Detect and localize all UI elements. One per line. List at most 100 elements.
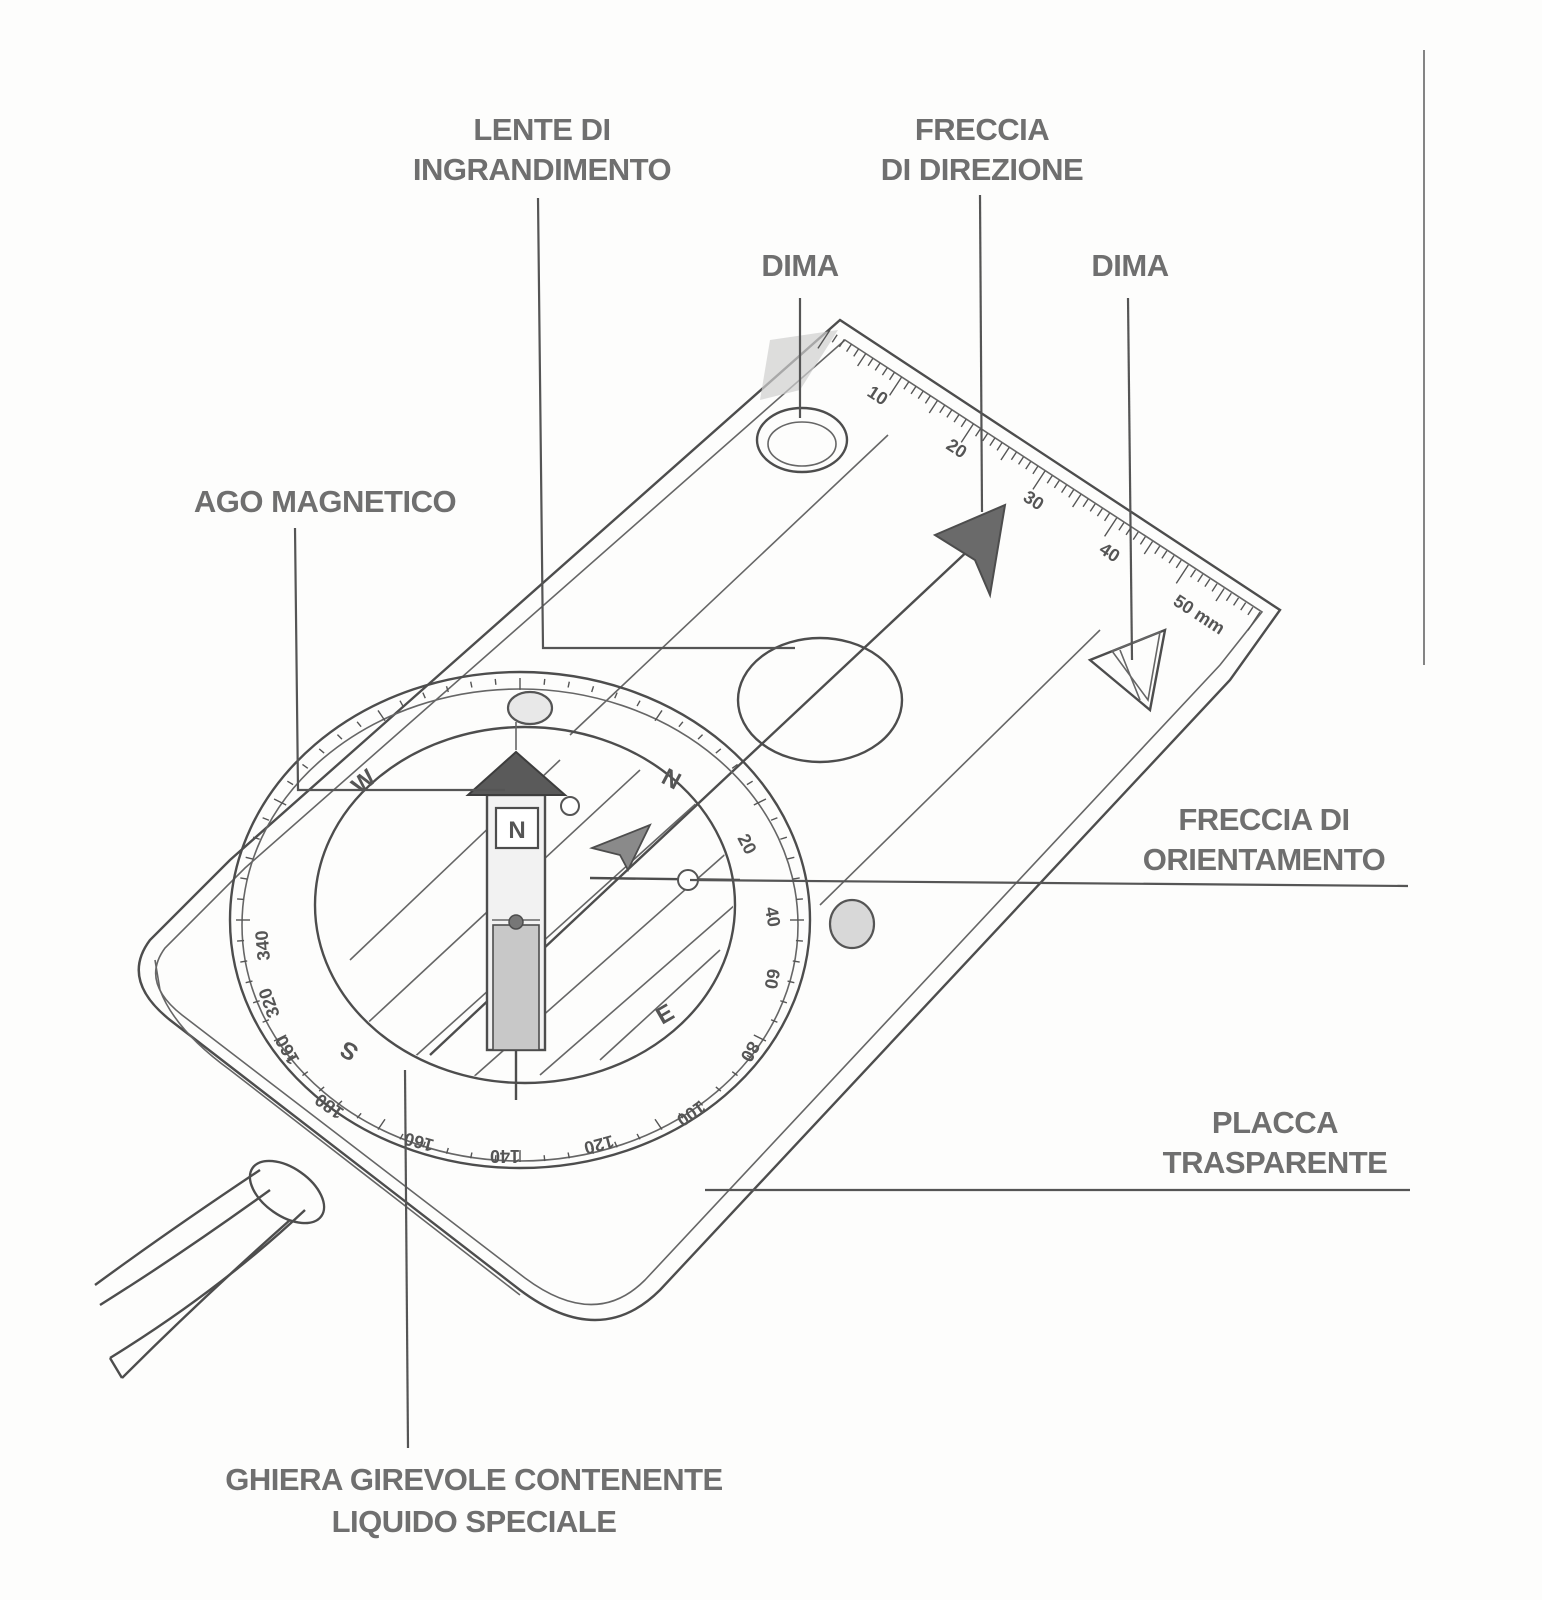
- ruler-tick: [1225, 592, 1232, 602]
- orienting-arrow: [560, 796, 741, 891]
- ruler-tick: [1089, 503, 1096, 512]
- label-bezel-line1: GHIERA GIREVOLE CONTENENTE: [225, 1462, 722, 1497]
- bezel-tick: [787, 856, 795, 860]
- ruler-tick: [1046, 475, 1053, 484]
- bezel-tick: [273, 1034, 287, 1042]
- bezel-tick: [770, 1019, 778, 1023]
- ruler-tick: [1175, 559, 1182, 569]
- bezel-tick: [543, 678, 546, 685]
- cardinal-w: W: [347, 764, 382, 799]
- ruler-number-40: 40: [1096, 539, 1124, 567]
- template-hole-circle: [755, 406, 849, 474]
- bezel-tick: [746, 1054, 753, 1060]
- magnetic-needle: N: [465, 722, 568, 1100]
- plate-guide-line-1: [569, 434, 889, 736]
- bezel-tick: [422, 1141, 426, 1148]
- bezel-tick: [567, 681, 571, 688]
- bezel-tick: [494, 678, 497, 685]
- ruler-tick: [974, 428, 982, 437]
- bezel-tick: [746, 780, 753, 786]
- degree-20: 20: [733, 830, 760, 857]
- bezel-tick: [753, 798, 767, 806]
- bezel-tick: [795, 939, 803, 942]
- bezel-tick: [636, 700, 641, 707]
- degree-120: 120: [582, 1131, 616, 1158]
- ruler-ticks: [817, 329, 1261, 631]
- ruler-tick: [1103, 512, 1111, 522]
- ruler-tick: [1204, 578, 1211, 588]
- bezel-tick: [262, 817, 270, 821]
- ruler-tick: [1161, 550, 1168, 559]
- label-template-1: DIMA: [761, 248, 838, 283]
- bezel-tick: [240, 960, 248, 963]
- bezel-tick: [336, 734, 343, 740]
- capsule-rim: [313, 725, 737, 1085]
- bezel-tick: [591, 686, 595, 693]
- bezel-tick: [636, 1133, 641, 1140]
- ruler-tick: [1060, 484, 1068, 494]
- label-lens-line1: LENTE DI: [473, 112, 610, 147]
- label-baseplate-line2: TRASPARENTE: [1163, 1145, 1388, 1180]
- bezel-tick: [697, 734, 704, 740]
- bezel-tick: [356, 721, 362, 728]
- ruler-tick: [924, 395, 931, 404]
- ruler-tick: [1197, 574, 1204, 583]
- ruler-tick: [853, 348, 860, 357]
- bezel-tick: [614, 692, 618, 699]
- ruler-tick: [903, 381, 910, 390]
- mount-button-right: [828, 898, 876, 950]
- degree-60: 60: [761, 967, 784, 990]
- degree-160: 160: [402, 1128, 436, 1155]
- ruler-tick: [953, 414, 960, 423]
- ruler-tick: [1017, 456, 1025, 465]
- baseplate-outline: [137, 318, 1282, 1322]
- bezel-tick: [273, 798, 287, 806]
- ruler-number-30: 30: [1020, 487, 1048, 515]
- ruler: 10 20 30 40 50 mm: [817, 329, 1261, 639]
- bezel-tick: [753, 1034, 767, 1042]
- ruler-tick: [1189, 569, 1197, 578]
- ruler-tick: [928, 400, 939, 414]
- baseplate-inner-edge: [154, 338, 1264, 1306]
- label-orienting-arrow-line1: FRECCIA DI: [1178, 802, 1349, 837]
- ruler-tick: [874, 362, 881, 371]
- ruler-tick: [1232, 597, 1240, 606]
- ruler-tick: [939, 404, 946, 414]
- ruler-tick: [881, 367, 888, 376]
- bezel-tick: [795, 898, 803, 901]
- template-triangle: [1087, 628, 1167, 713]
- bezel-tick: [237, 898, 245, 901]
- baseplate-thickness: [154, 959, 521, 1296]
- ruler-tick: [1053, 480, 1060, 489]
- bezel-tick: [494, 1155, 497, 1162]
- ruler-tick: [1139, 536, 1146, 545]
- label-direction-arrow-line2: DI DIREZIONE: [881, 152, 1083, 187]
- ruler-tick: [960, 423, 974, 443]
- degree-140: 140: [490, 1146, 520, 1166]
- ruler-tick: [1025, 461, 1032, 470]
- ruler-tick: [1154, 545, 1161, 555]
- ruler-number-10: 10: [864, 382, 892, 410]
- ruler-tick: [1175, 564, 1189, 584]
- bezel-tick: [469, 681, 473, 688]
- ruler-tick: [1010, 451, 1017, 461]
- needle-letter-n: N: [508, 817, 525, 844]
- bezel-tick: [336, 1100, 343, 1106]
- bezel-tick: [245, 980, 253, 984]
- ruler-tick: [817, 329, 831, 349]
- ruler-number-50mm: 50 mm: [1170, 591, 1229, 639]
- ruler-tick: [917, 390, 924, 400]
- ruler-tick: [1168, 555, 1175, 564]
- bezel-tick: [469, 1152, 473, 1159]
- bezel-tick: [654, 1118, 663, 1130]
- rotating-bezel: N N E S W 20 40 60 80 100 120 140 160 18…: [228, 670, 812, 1170]
- bezel-tick: [287, 780, 294, 786]
- bezel-tick: [731, 763, 738, 769]
- ruler-tick: [1068, 489, 1075, 498]
- bezel-tick: [399, 700, 404, 707]
- ruler-tick: [1247, 606, 1254, 616]
- bezel-tick: [237, 939, 245, 942]
- ruler-tick: [1118, 522, 1125, 531]
- label-orienting-arrow-line2: ORIENTAMENTO: [1143, 842, 1386, 877]
- ruler-tick: [845, 343, 853, 353]
